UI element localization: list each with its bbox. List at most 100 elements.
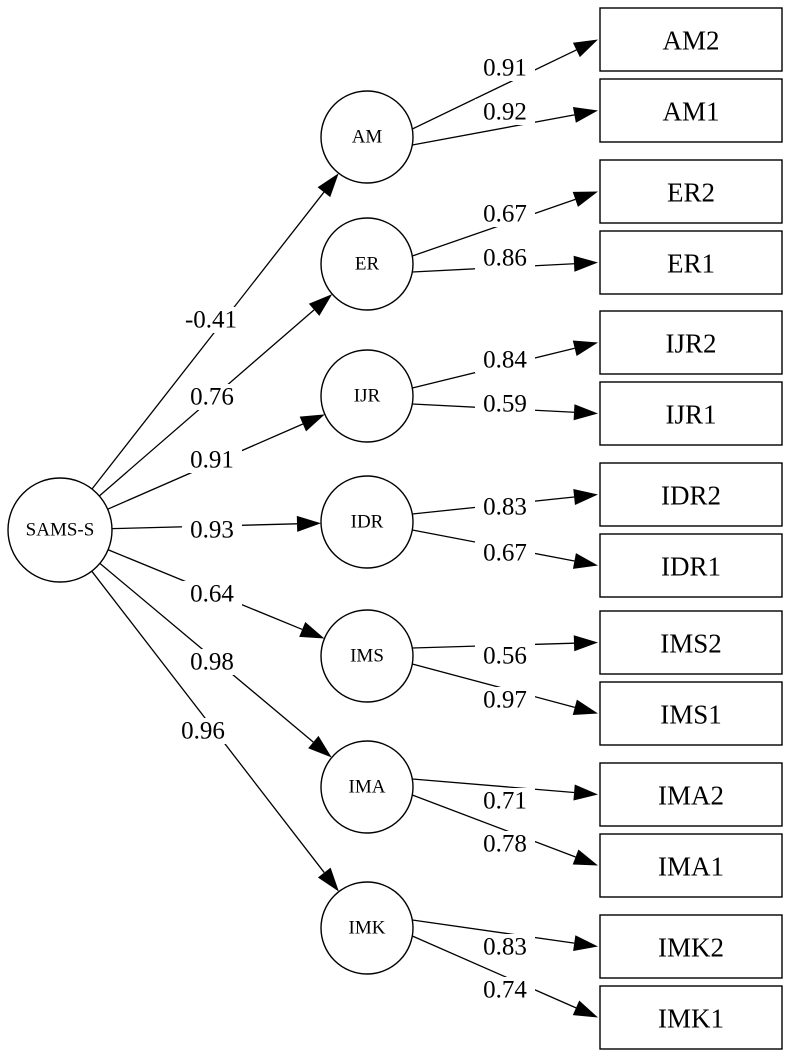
- loading-bg-ims: [182, 581, 242, 607]
- factor-node-er: [320, 217, 414, 311]
- ind-loading-bg-ijr1: [475, 391, 535, 417]
- indicator-box-er2: [599, 159, 783, 224]
- indicator-loading-ims1: 0.97: [483, 687, 527, 714]
- indicator-label-imk1: IMK1: [658, 1004, 724, 1034]
- ind-loading-bg-am1: [475, 99, 535, 125]
- edge-er-er2-line: [412, 198, 576, 257]
- root-loading-imk: 0.96: [181, 718, 225, 745]
- ind-loading-bg-imk1: [475, 977, 535, 1003]
- indicator-loading-ims2: 0.56: [483, 643, 527, 670]
- indicator-label-am2: AM2: [662, 26, 719, 56]
- edge-am-am2-line: [412, 49, 577, 130]
- ind-loading-bg-idr1: [475, 540, 535, 566]
- ind-loading-bg-am2: [475, 55, 535, 81]
- indicator-box-ims1: [599, 681, 783, 746]
- root-loading-am: -0.41: [185, 307, 237, 334]
- indicator-label-idr2: IDR2: [661, 481, 721, 511]
- loading-bg-ima: [182, 649, 242, 675]
- factor-label-am: AM: [352, 127, 383, 148]
- edge-imk-imk2-arrowhead: [573, 935, 598, 952]
- indicator-label-er1: ER1: [667, 249, 715, 279]
- edge-ima-ima2-line: [412, 778, 575, 794]
- indicator-loading-am2: 0.91: [483, 55, 527, 82]
- root-node-label: SAMS-S: [26, 520, 95, 541]
- root-loading-ims: 0.64: [190, 581, 234, 608]
- edge-ims-ims1-line: [412, 663, 575, 708]
- loading-bg-idr: [182, 517, 242, 543]
- edge-ima-ima2: [412, 778, 598, 801]
- loading-bg-am: [181, 307, 241, 333]
- edge-imk-imk1-line: [412, 935, 577, 1009]
- edge-ims-ims1: [412, 663, 598, 716]
- edge-idr-idr1-arrowhead: [572, 553, 598, 569]
- factor-node-ijr: [320, 349, 414, 443]
- edge-er-er2-arrowhead: [572, 191, 598, 207]
- edge-ims-ims2-arrowhead: [573, 635, 598, 652]
- indicator-loading-ima1: 0.78: [483, 831, 527, 858]
- edge-ima-ima1-line: [412, 794, 576, 858]
- indicator-box-ims2: [599, 610, 783, 675]
- edge-imk-imk2-line: [412, 919, 575, 944]
- edge-imk-imk1: [412, 935, 598, 1018]
- indicator-loading-imk1: 0.74: [483, 977, 527, 1004]
- ind-loading-bg-er1: [475, 245, 535, 271]
- indicator-label-ijr2: IJR2: [665, 329, 716, 359]
- indicator-box-ima1: [599, 833, 783, 898]
- indicator-box-imk1: [599, 985, 783, 1050]
- edge-er-er2: [412, 191, 598, 257]
- edge-am-am1: [412, 107, 598, 146]
- root-loading-ijr: 0.91: [190, 447, 234, 474]
- ind-loading-bg-er2: [475, 201, 535, 227]
- ind-loading-bg-ims1: [475, 687, 535, 713]
- root-loading-idr: 0.93: [190, 517, 234, 544]
- factor-label-ims: IMS: [350, 646, 384, 667]
- edge-am-am1-arrowhead: [572, 107, 598, 123]
- indicator-label-er2: ER2: [667, 178, 715, 208]
- edge-idr-idr2-arrowhead: [573, 489, 598, 505]
- factor-node-ims: [320, 609, 414, 703]
- ind-loading-bg-ijr2: [475, 347, 535, 373]
- indicator-label-ims1: IMS1: [660, 700, 722, 730]
- loading-bg-imk: [173, 718, 233, 744]
- ind-loading-bg-idr2: [475, 494, 535, 520]
- edge-ijr-ijr2-arrowhead: [572, 340, 598, 356]
- indicator-label-ima2: IMA2: [658, 781, 724, 811]
- edge-root-am-arrowhead: [317, 173, 339, 198]
- ind-loading-bg-imk2: [475, 934, 535, 960]
- indicator-loading-am1: 0.92: [483, 99, 527, 126]
- factor-node-idr: [320, 475, 414, 569]
- factor-node-am: [320, 90, 414, 184]
- root-loading-er: 0.76: [190, 384, 234, 411]
- indicator-box-imk2: [599, 914, 783, 979]
- indicator-label-ims2: IMS2: [660, 629, 722, 659]
- indicator-label-imk2: IMK2: [658, 933, 724, 963]
- indicator-box-ijr1: [599, 381, 783, 446]
- edge-root-am-line: [91, 191, 325, 490]
- indicator-loading-ima2: 0.71: [483, 788, 527, 815]
- edge-imk-imk2: [412, 919, 598, 952]
- indicator-label-idr1: IDR1: [661, 552, 721, 582]
- edge-root-er-arrowhead: [308, 294, 333, 316]
- factor-node-imk: [320, 881, 414, 975]
- factor-label-imk: IMK: [349, 918, 386, 939]
- edge-root-idr-arrowhead: [296, 515, 322, 532]
- indicator-loading-idr1: 0.67: [483, 540, 527, 567]
- factor-label-ijr: IJR: [354, 386, 381, 407]
- edge-ijr-ijr1-arrowhead: [573, 404, 598, 421]
- indicator-loading-er2: 0.67: [483, 201, 527, 228]
- edge-ima-ima2-arrowhead: [573, 784, 598, 801]
- edge-root-ijr-arrowhead: [299, 414, 325, 432]
- indicator-box-idr2: [599, 462, 783, 527]
- ind-loading-bg-ima1: [475, 831, 535, 857]
- indicator-box-er1: [599, 230, 783, 295]
- root-loading-ima: 0.98: [190, 649, 234, 676]
- edge-am-am2: [412, 39, 598, 130]
- indicator-loading-er1: 0.86: [483, 245, 527, 272]
- labels-layer: SAMS-SAM-0.41AM20.91AM10.92ER0.76ER20.67…: [26, 26, 724, 1034]
- edge-root-ims-arrowhead: [299, 622, 325, 639]
- nodes-layer: [7, 7, 783, 1050]
- edge-root-ima-arrowhead: [308, 735, 332, 758]
- factor-label-idr: IDR: [351, 512, 384, 533]
- edge-am-am2-arrowhead: [572, 39, 598, 58]
